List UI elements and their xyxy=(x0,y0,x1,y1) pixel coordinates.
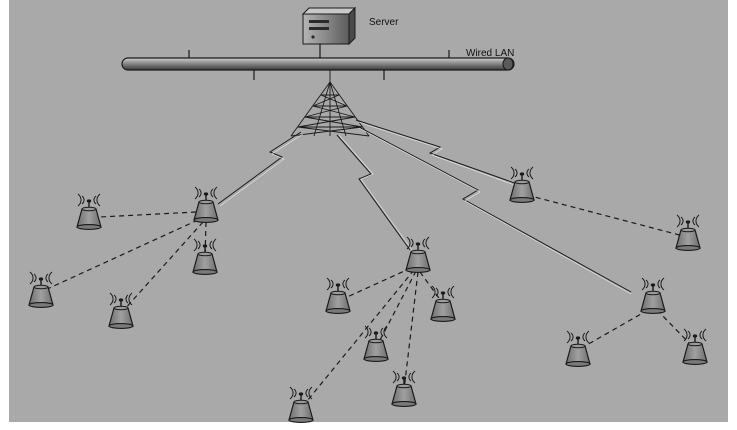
wired-lan-label: Wired LAN xyxy=(466,48,514,59)
link-c2-n8 xyxy=(403,271,419,391)
link-c2-n6 xyxy=(302,269,415,407)
transmission-tower-icon xyxy=(290,70,370,137)
wireless-link-c4 xyxy=(356,125,632,293)
wired-lan-backbone xyxy=(121,50,515,80)
wireless-links xyxy=(217,119,632,295)
server-label: Server xyxy=(369,17,399,28)
link-c1-n3 xyxy=(122,221,204,312)
link-c2-n5 xyxy=(344,267,412,299)
link-c1-n1 xyxy=(99,211,197,218)
server-icon xyxy=(301,6,357,58)
wireless-link-c1 xyxy=(217,131,302,205)
link-c4-n11 xyxy=(577,309,649,351)
link-c2-n9 xyxy=(419,271,445,306)
link-c1-n2 xyxy=(44,219,199,291)
link-c2-n7 xyxy=(377,270,417,345)
link-c3-n10 xyxy=(526,194,688,238)
wireless-link-c3 xyxy=(355,119,521,186)
wireless-link-c2 xyxy=(336,134,411,251)
cluster-links xyxy=(44,194,695,407)
